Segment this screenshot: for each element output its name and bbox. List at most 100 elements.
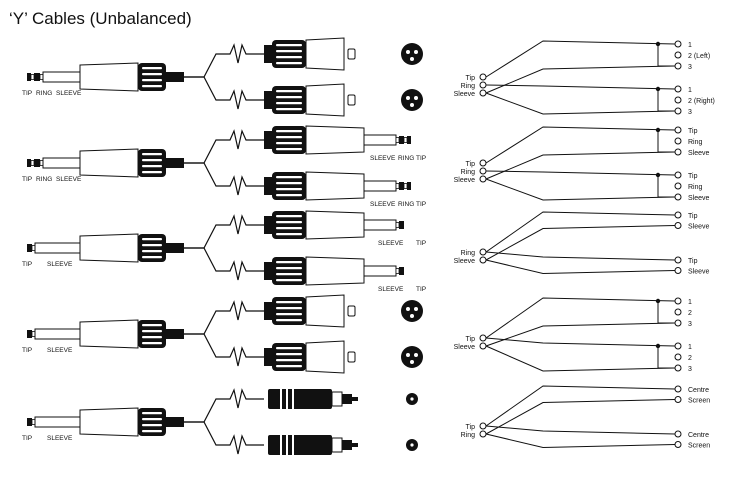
wiring-pin-label-right: Tip — [688, 258, 698, 265]
wiring-terminal — [674, 430, 682, 438]
xlr-grip — [272, 297, 306, 325]
jack-insulator — [395, 183, 400, 189]
grip-ridge — [142, 171, 162, 174]
xlr-latch — [347, 94, 356, 106]
jack-tip — [407, 182, 411, 190]
wiring-pin-label-right: 2 (Right) — [688, 98, 715, 105]
grip-ridge — [276, 96, 302, 99]
wiring-terminal — [674, 148, 682, 156]
xlr-pin — [410, 103, 414, 107]
wiring-pin-label-right: 3 — [688, 64, 692, 71]
wiring-pin-label-right: Sleeve — [688, 269, 710, 276]
jack-grip — [138, 234, 166, 262]
wiring-junction — [655, 41, 661, 47]
wiring-pin-label-left: Sleeve — [454, 258, 476, 265]
grip-ridge — [276, 50, 302, 53]
wiring-terminal — [479, 342, 487, 350]
plug-label: TIP — [22, 176, 32, 183]
grip-ridge — [142, 67, 162, 70]
xlr-latch — [347, 351, 356, 363]
jack-tip — [399, 267, 404, 275]
plug-label: SLEEVE — [56, 176, 82, 183]
grip-ridge — [276, 136, 302, 139]
cable-branch — [184, 214, 264, 249]
wiring-pin-label-right: Tip — [688, 128, 698, 135]
jack-body — [79, 233, 139, 263]
grip-ridge — [276, 62, 302, 65]
grip-ridge — [276, 148, 302, 151]
xlr-strain-relief — [264, 91, 272, 109]
wiring-terminal — [479, 430, 487, 438]
xlr-pin — [410, 57, 414, 61]
jack-body — [79, 62, 139, 92]
wiring-line — [485, 399, 676, 435]
rca-shell — [342, 394, 352, 404]
jack-grip — [272, 172, 306, 200]
wiring-pin-label-right: Ring — [688, 139, 703, 146]
wiring-pin-label-right: 2 (Left) — [688, 53, 710, 60]
wiring-terminal — [479, 248, 487, 256]
wiring-pin-label-left: Ring — [461, 432, 476, 439]
cable-branch — [184, 76, 264, 110]
wiring-junction — [655, 127, 661, 133]
strain-relief — [166, 417, 184, 427]
grip-ridge — [276, 108, 302, 111]
jack-grip — [138, 149, 166, 177]
plug-end-label: RING — [398, 201, 414, 208]
plug-end-label: TIP — [416, 155, 426, 162]
wiring-junction — [655, 298, 661, 304]
jack-ring — [34, 73, 40, 81]
grip-ridge — [276, 267, 302, 270]
plug-label: SLEEVE — [47, 435, 73, 442]
wiring-pin-label-right: Ring — [688, 184, 703, 191]
wiring-line — [485, 251, 676, 261]
jack-ring — [399, 182, 404, 190]
xlr-pin — [414, 50, 418, 54]
jack-strain-relief — [264, 177, 272, 195]
wiring-line — [485, 322, 676, 347]
rca-band — [280, 389, 282, 409]
jack-grip — [138, 320, 166, 348]
strain-relief — [166, 329, 184, 339]
wiring-terminal — [674, 40, 682, 48]
wiring-pin-label-right: 1 — [688, 87, 692, 94]
jack-sleeve — [42, 157, 82, 169]
wiring-line — [485, 151, 676, 180]
xlr-pin — [414, 353, 418, 357]
jack-sleeve — [34, 242, 82, 254]
cable-branch — [184, 162, 264, 196]
jack-body — [305, 171, 365, 201]
strain-relief — [166, 243, 184, 253]
grip-ridge — [142, 342, 162, 345]
jack-grip — [138, 63, 166, 91]
rca-band — [292, 435, 294, 455]
rca-pin — [352, 443, 358, 447]
wiring-pin-label-right: Centre — [688, 432, 709, 439]
grip-ridge — [276, 233, 302, 236]
xlr-latch — [347, 305, 356, 317]
wiring-terminal — [674, 267, 682, 274]
wiring-terminal — [674, 62, 682, 70]
xlr-pin — [410, 360, 414, 364]
jack-sleeve — [34, 328, 82, 340]
xlr-pin — [410, 314, 414, 318]
diagram-title: ‘Y’ Cables (Unbalanced) — [9, 9, 192, 28]
wiring-terminal — [674, 385, 682, 393]
wiring-pin-label-right: Tip — [688, 173, 698, 180]
xlr-shell — [305, 37, 345, 71]
xlr-pin — [406, 307, 410, 311]
plug-end-label: SLEEVE — [370, 201, 396, 208]
grip-ridge — [276, 347, 302, 350]
plug-end-label: SLEEVE — [378, 240, 404, 247]
wiring-terminal — [479, 256, 487, 264]
jack-insulator — [395, 222, 400, 228]
grip-ridge — [276, 176, 302, 179]
wiring-pin-label-left: Tip — [466, 424, 476, 431]
rca-band — [286, 435, 288, 455]
rca-band — [280, 435, 282, 455]
wiring-line — [485, 345, 676, 372]
plug-end-label: TIP — [416, 240, 426, 247]
